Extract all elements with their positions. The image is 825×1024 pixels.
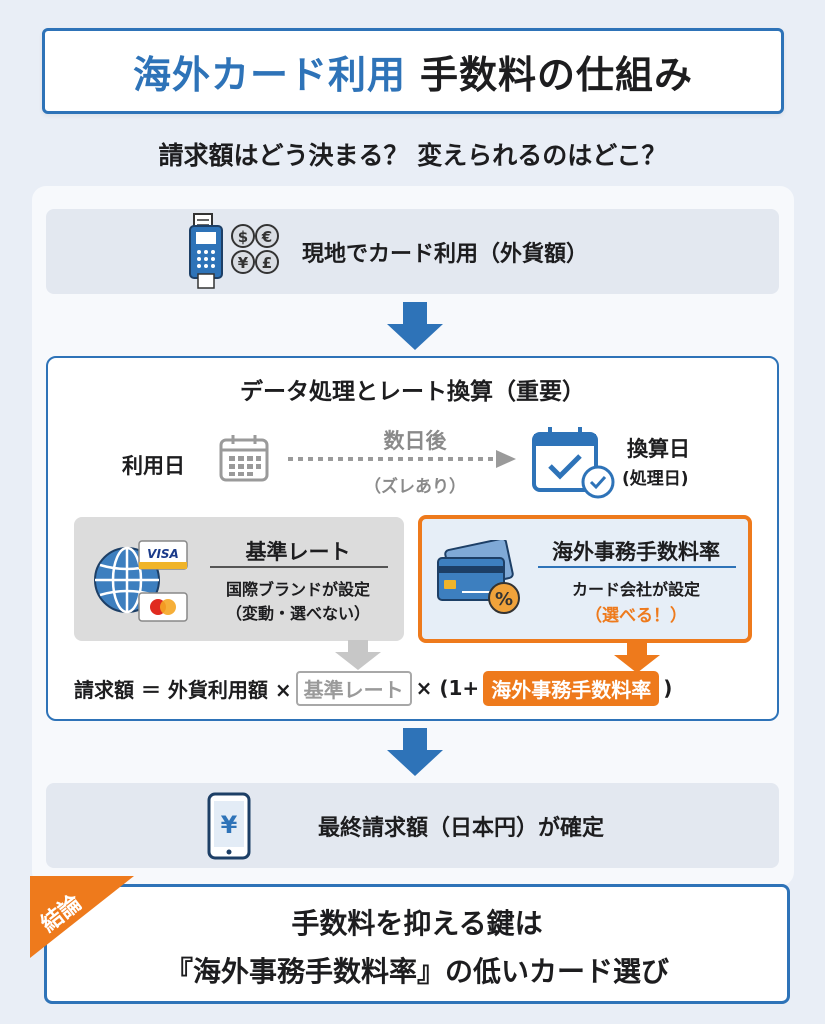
conclusion-line2: 『海外事務手数料率』の低いカード選び: [164, 955, 669, 988]
base-rate-title: 基準レート: [245, 540, 351, 564]
mastercard-card-icon: [138, 592, 188, 622]
smartphone-yen-icon: ¥: [207, 792, 251, 859]
conversion-date-label: 換算日: [627, 437, 690, 461]
usage-date-label: 利用日: [122, 454, 185, 478]
step-final-amount: ¥ 最終請求額（日本円）が確定: [46, 783, 779, 868]
fee-rate-underline: [538, 566, 736, 568]
step-card-usage: $ € ¥ £ 現地でカード利用（外貨額）: [46, 209, 779, 294]
subtitle: 請求額はどう決まる？ 変えられるのはどこ？: [158, 141, 667, 170]
base-rate-line1: 国際ブランドが設定: [225, 580, 370, 599]
billing-formula: 請求額 ＝ 外貨利用額 × 基準レート × (1+ 海外事務手数料率 ): [74, 668, 672, 708]
formula-lhs: 請求額 ＝ 外貨利用額 ×: [74, 677, 292, 702]
dotted-arrow-icon: [288, 450, 516, 468]
conversion-date-note: (処理日): [622, 469, 689, 489]
visa-text: VISA: [147, 547, 179, 561]
base-rate-line2: （変動・選べない）: [225, 604, 370, 623]
step1-label: 現地でカード利用（外貨額）: [302, 241, 589, 267]
conclusion-box: [44, 884, 790, 1004]
formula-base-rate: 基準レート: [295, 670, 412, 706]
delay-bottom: （ズレあり）: [364, 477, 466, 497]
title-highlight: 海外カード利用: [132, 52, 406, 97]
base-rate-underline: [210, 566, 388, 568]
delay-top: 数日後: [383, 429, 447, 453]
arrow-down-icon: [387, 302, 443, 350]
formula-end: ): [663, 676, 673, 700]
fee-rate-title: 海外事務手数料率: [552, 540, 720, 564]
calendar-icon: [219, 435, 269, 482]
svg-text:%: %: [495, 589, 513, 610]
payment-terminal-icon: $ € ¥ £: [189, 212, 279, 289]
fee-rate-line1: カード会社が設定: [571, 580, 700, 599]
arrow-down-icon-2: [387, 728, 443, 776]
svg-text:€: €: [261, 228, 272, 246]
formula-mid: × (1+: [415, 676, 480, 700]
svg-text:$: $: [238, 228, 248, 246]
gray-arrow-down-icon: [335, 640, 381, 670]
credit-card-percent-icon: %: [437, 540, 520, 614]
svg-text:¥: ¥: [221, 811, 238, 839]
process-title: データ処理とレート換算（重要）: [240, 379, 585, 405]
title-rest: 手数料の仕組み: [420, 52, 694, 97]
title-box: 海外カード利用 手数料の仕組み: [42, 28, 784, 114]
visa-card-icon: VISA: [138, 540, 188, 570]
calendar-check-icon: [532, 427, 615, 499]
conclusion-line1: 手数料を抑える鍵は: [291, 907, 543, 940]
svg-text:¥: ¥: [238, 254, 249, 272]
formula-fee-rate: 海外事務手数料率: [483, 670, 660, 706]
conclusion-tag: 結論: [30, 876, 134, 958]
svg-text:£: £: [262, 254, 272, 272]
fee-rate-line2: （選べる！）: [585, 606, 687, 626]
orange-arrow-down-icon: [614, 643, 660, 673]
step3-label: 最終請求額（日本円）が確定: [318, 815, 605, 841]
